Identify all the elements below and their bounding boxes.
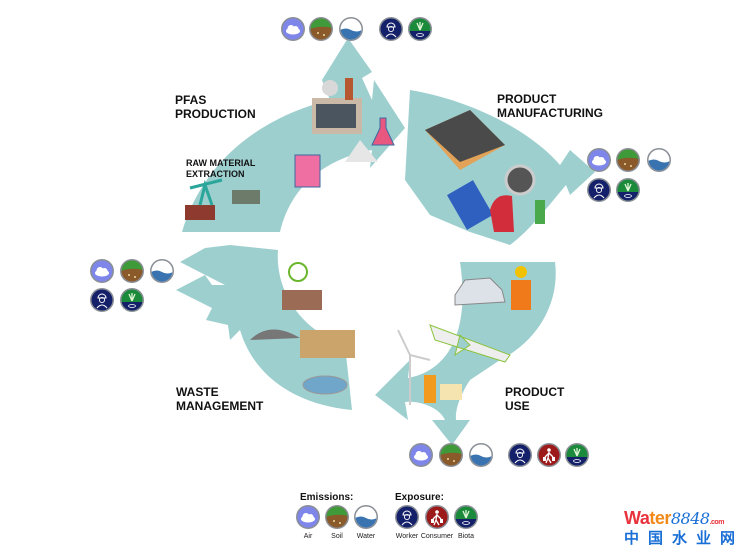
soil-emission-icon — [309, 17, 333, 41]
mine-cart-icon — [232, 190, 260, 204]
label-raw-material-extraction: RAW MATERIAL EXTRACTION — [186, 158, 256, 179]
legend-biota-icon — [454, 505, 478, 529]
legend-emissions-title: Emissions: — [300, 492, 354, 503]
incinerator-icon — [282, 290, 322, 310]
air-emission-icon — [90, 259, 114, 283]
air-emission-icon — [281, 17, 305, 41]
factory-illustration — [312, 78, 362, 134]
legend-icons — [296, 504, 478, 530]
watermark-com: .com — [709, 519, 725, 526]
legend-label-consumer: Consumer — [420, 533, 454, 540]
cream-jar-icon — [440, 384, 462, 400]
solar-panel-icon — [447, 180, 493, 230]
watermark-brand-a: Wa — [624, 508, 650, 528]
worker-exposure-icon — [89, 287, 115, 313]
icons-waste-management — [89, 259, 174, 313]
powder-pile-icon — [345, 140, 378, 162]
landfill-icon — [250, 329, 300, 340]
legend-label-biota: Biota — [458, 533, 474, 540]
water-emission-icon — [339, 17, 363, 41]
wind-turbine-icon — [397, 329, 431, 405]
soil-emission-icon — [439, 443, 463, 467]
biota-exposure-icon — [616, 178, 640, 202]
legend-label-water: Water — [356, 533, 376, 540]
recycle-icon — [288, 262, 308, 282]
icons-product-manufacturing — [586, 148, 671, 203]
label-product-use: PRODUCT USE — [505, 385, 565, 413]
armchair-icon — [490, 195, 514, 232]
worker-exposure-icon — [507, 442, 533, 468]
cable-reel-icon — [504, 164, 536, 196]
biota-exposure-icon — [408, 17, 432, 41]
car-icon — [454, 277, 506, 306]
sunscreen-icon — [424, 375, 436, 403]
icons-product-use — [409, 442, 589, 468]
air-emission-icon — [587, 148, 611, 172]
air-emission-icon — [409, 443, 433, 467]
watermark-number: 8848 — [670, 509, 710, 528]
arrow-product-use — [375, 262, 556, 445]
legend-water-icon — [354, 505, 378, 529]
legend-consumer-icon — [424, 504, 450, 530]
legend-worker-icon — [394, 504, 420, 530]
label-pfas-production: PFAS PRODUCTION — [175, 93, 256, 121]
worker-exposure-icon — [586, 177, 612, 203]
arrow-pfas-production — [182, 38, 405, 232]
label-waste-management: WASTE MANAGEMENT — [176, 385, 264, 413]
biota-exposure-icon — [120, 288, 144, 312]
consumer-exposure-icon — [536, 442, 562, 468]
water-basin-icon — [302, 375, 348, 395]
oil-pump-icon — [185, 178, 223, 220]
icons-pfas-production — [281, 17, 432, 41]
flask-icon — [371, 117, 395, 146]
airplane-icon — [429, 324, 511, 363]
beaker-icon — [294, 154, 321, 188]
legend-label-worker: Worker — [395, 533, 419, 540]
watermark-logo: Water8848.com 中国水业网 — [624, 508, 744, 548]
watermark-chinese: 中国水业网 — [624, 530, 745, 547]
soil-emission-icon — [120, 259, 144, 283]
worker-figure-icon — [511, 266, 531, 310]
manufacturing-plant-illustration — [425, 110, 505, 170]
legend-exposure-title: Exposure: — [395, 492, 444, 503]
legend-soil-icon — [325, 505, 349, 529]
legend-label-air: Air — [303, 533, 313, 540]
water-emission-icon — [469, 443, 493, 467]
soil-emission-icon — [616, 148, 640, 172]
arrow-waste-management — [176, 245, 352, 410]
watermark-brand-b: ter — [649, 508, 671, 528]
worker-exposure-icon — [378, 16, 404, 42]
water-emission-icon — [647, 148, 671, 172]
biota-exposure-icon — [565, 443, 589, 467]
water-emission-icon — [150, 259, 174, 283]
legend-label-soil: Soil — [331, 533, 343, 540]
battery-icon — [535, 200, 545, 224]
label-product-manufacturing: PRODUCT MANUFACTURING — [497, 92, 603, 120]
legend-air-icon — [296, 505, 320, 529]
treatment-plant-icon — [300, 330, 355, 358]
